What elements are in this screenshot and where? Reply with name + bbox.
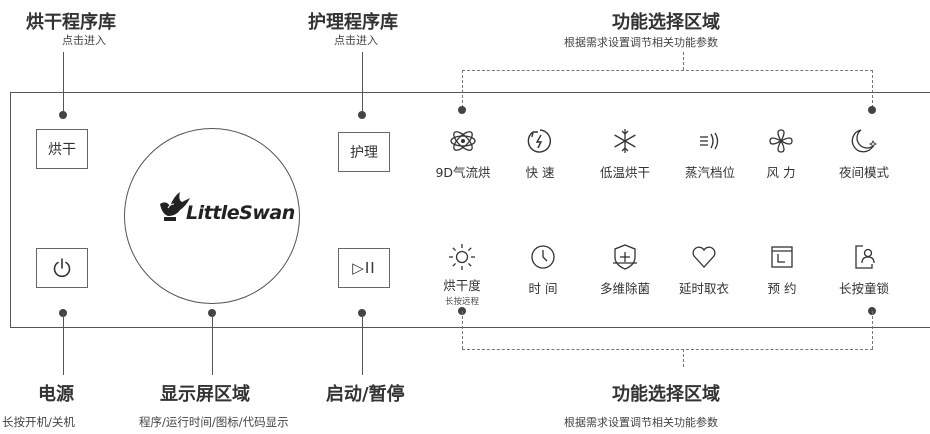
dry-button[interactable]: 烘干 bbox=[36, 129, 88, 169]
function-area-bottom-title: 功能选择区域 bbox=[612, 384, 720, 405]
func-top-dot-right bbox=[868, 106, 876, 114]
func-top-dot-left bbox=[458, 106, 466, 114]
care-button-label: 护理 bbox=[350, 145, 378, 161]
func-dryness[interactable]: 烘干度 长按远程 bbox=[419, 242, 505, 307]
child-lock-icon bbox=[855, 245, 875, 269]
func-delay-pickup[interactable]: 延时取衣 bbox=[661, 242, 747, 297]
brand-name: LittleSwan bbox=[186, 202, 295, 224]
func-bottom-bracket bbox=[462, 349, 873, 350]
func-top-bracket-stem bbox=[683, 52, 684, 70]
power-sub: 长按开机/关机 bbox=[2, 415, 75, 429]
shield-plus-icon bbox=[613, 244, 637, 270]
func-fast[interactable]: 快 速 bbox=[497, 126, 583, 181]
func-steam-level[interactable]: 蒸汽档位 bbox=[667, 126, 753, 181]
func-label: 低温烘干 bbox=[599, 165, 650, 180]
care-library-sub: 点击进入 bbox=[334, 34, 378, 47]
sun-icon bbox=[449, 244, 475, 270]
dry-button-label: 烘干 bbox=[48, 142, 76, 158]
func-label: 烘干度 bbox=[443, 278, 481, 293]
function-area-top-title: 功能选择区域 bbox=[612, 12, 720, 33]
func-label: 风 力 bbox=[766, 165, 796, 180]
func-label: 9D气流烘 bbox=[435, 165, 491, 180]
moon-icon bbox=[851, 129, 878, 153]
func-label: 快 速 bbox=[525, 165, 555, 180]
start-pause-title: 启动/暂停 bbox=[326, 384, 405, 405]
func-label: 预 约 bbox=[767, 281, 797, 296]
function-area-bottom-sub: 根据需求设置调节相关功能参数 bbox=[564, 416, 718, 429]
func-sterilize[interactable]: 多维除菌 bbox=[582, 242, 668, 297]
snowflake-icon bbox=[614, 129, 636, 153]
func-wind[interactable]: 风 力 bbox=[738, 126, 824, 181]
func-bottom-bracket-right bbox=[872, 311, 873, 349]
dry-connector-dot bbox=[59, 111, 67, 119]
display-screen bbox=[124, 128, 300, 304]
fan-icon bbox=[769, 129, 793, 153]
func-label: 延时取衣 bbox=[678, 281, 729, 296]
power-title: 电源 bbox=[38, 384, 74, 405]
control-panel bbox=[10, 92, 930, 328]
heart-icon bbox=[692, 246, 716, 268]
func-night-mode[interactable]: 夜间模式 bbox=[821, 126, 907, 181]
care-connector bbox=[362, 52, 363, 114]
func-child-lock[interactable]: 长按童锁 bbox=[821, 242, 907, 297]
func-bottom-bracket-stem bbox=[683, 349, 684, 367]
power-connector bbox=[63, 313, 64, 375]
func-time[interactable]: 时 间 bbox=[500, 242, 586, 297]
func-note: 长按远程 bbox=[444, 297, 479, 307]
care-library-title: 护理程序库 bbox=[308, 12, 398, 33]
power-icon bbox=[53, 258, 71, 278]
brand-logo: LittleSwan bbox=[156, 190, 295, 230]
func-schedule[interactable]: 预 约 bbox=[739, 242, 825, 297]
dry-library-title: 烘干程序库 bbox=[26, 12, 116, 33]
dry-connector bbox=[63, 52, 64, 114]
func-top-bracket bbox=[462, 70, 873, 71]
calendar-icon bbox=[771, 246, 793, 268]
display-connector bbox=[212, 313, 213, 375]
func-low-temp-dry[interactable]: 低温烘干 bbox=[582, 126, 668, 181]
power-button[interactable] bbox=[36, 248, 88, 288]
func-bottom-bracket-left bbox=[462, 311, 463, 349]
func-label: 多维除菌 bbox=[599, 281, 650, 296]
func-label: 夜间模式 bbox=[838, 165, 889, 180]
steam-icon bbox=[700, 132, 719, 150]
start-connector bbox=[362, 313, 363, 375]
func-label: 时 间 bbox=[528, 281, 558, 296]
play-pause-icon: ▷II bbox=[352, 259, 376, 277]
start-pause-button[interactable]: ▷II bbox=[338, 248, 390, 288]
func-label: 蒸汽档位 bbox=[684, 165, 735, 180]
function-area-top-sub: 根据需求设置调节相关功能参数 bbox=[564, 36, 718, 49]
atom-icon bbox=[450, 131, 476, 151]
func-9d-airflow[interactable]: 9D气流烘 bbox=[420, 126, 506, 181]
care-button[interactable]: 护理 bbox=[338, 132, 390, 172]
func-top-bracket-right bbox=[872, 70, 873, 108]
clock-icon bbox=[531, 245, 555, 269]
fast-icon bbox=[527, 129, 552, 153]
care-connector-dot bbox=[358, 111, 366, 119]
display-sub: 程序/运行时间/图标/代码显示 bbox=[139, 415, 289, 429]
dry-library-sub: 点击进入 bbox=[62, 34, 106, 47]
swan-logo-icon bbox=[160, 192, 190, 221]
display-title: 显示屏区域 bbox=[160, 384, 250, 405]
func-label: 长按童锁 bbox=[838, 281, 889, 296]
func-top-bracket-left bbox=[462, 70, 463, 108]
